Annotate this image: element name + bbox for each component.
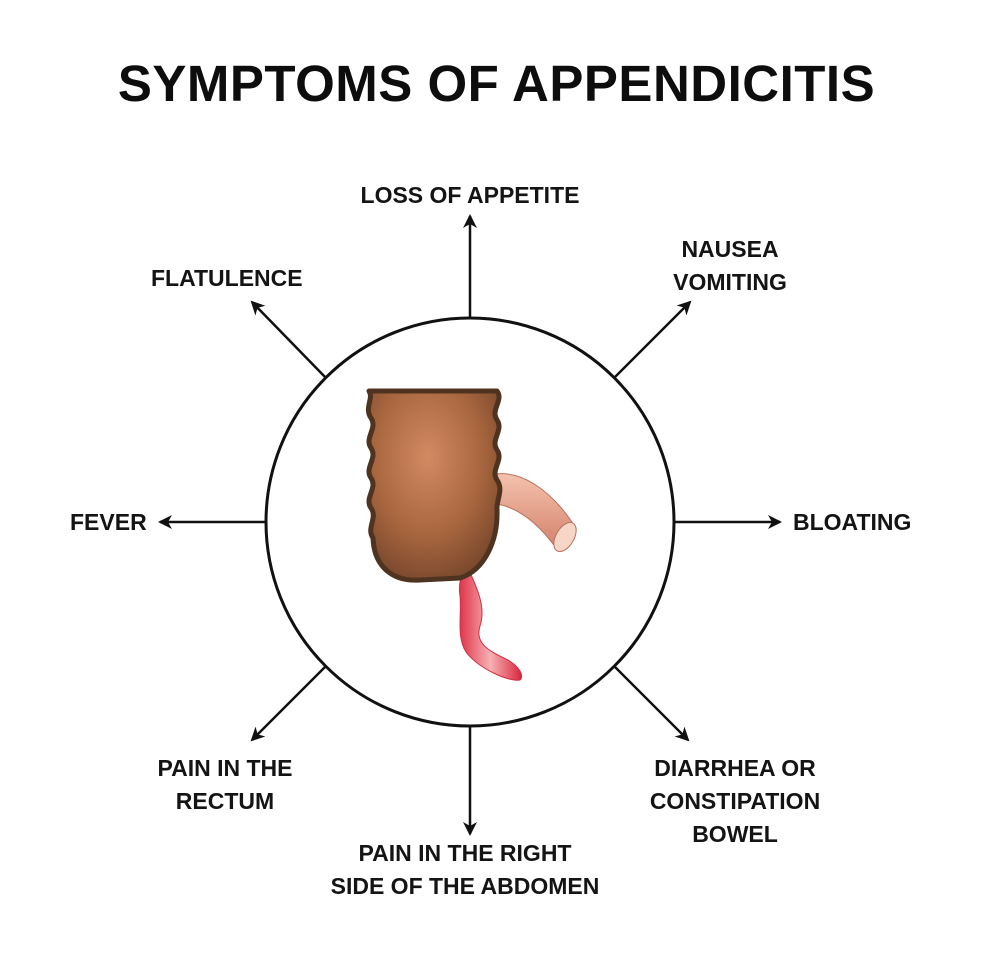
label-bloating: BLOATING [793, 506, 911, 539]
label-text: PAIN IN THE [157, 755, 293, 781]
label-nausea-vomiting: NAUSEA VOMITING [640, 233, 820, 299]
colon-illustration [365, 388, 503, 583]
label-text: BOWEL [692, 821, 778, 847]
arrow-nausea [613, 300, 692, 379]
arrow-rectum [250, 665, 327, 742]
page-title: SYMPTOMS OF APPENDICITIS [117, 55, 876, 112]
ileum-illustration [489, 473, 577, 553]
label-text: NAUSEA [681, 236, 779, 262]
appendix-illustration [459, 567, 522, 681]
label-text: BLOATING [793, 509, 912, 535]
label-diarrhea-constipation: DIARRHEA OR CONSTIPATION BOWEL [630, 752, 840, 851]
label-text: FEVER [70, 509, 147, 535]
label-flatulence: FLATULENCE [151, 262, 303, 295]
label-text: PAIN IN THE RIGHT [358, 840, 572, 866]
label-fever: FEVER [70, 506, 147, 539]
label-loss-of-appetite: LOSS OF APPETITE [350, 179, 590, 212]
label-text: CONSTIPATION [649, 788, 821, 814]
label-text: VOMITING [673, 269, 787, 295]
arrow-bowel [613, 665, 690, 742]
label-pain-rectum: PAIN IN THE RECTUM [130, 752, 320, 818]
label-text: RECTUM [175, 788, 275, 814]
label-text: LOSS OF APPETITE [360, 182, 580, 208]
arrow-flatulence [250, 300, 327, 379]
label-text: DIARRHEA OR [654, 755, 816, 781]
label-pain-right-side: PAIN IN THE RIGHT SIDE OF THE ABDOMEN [310, 837, 620, 903]
label-text: FLATULENCE [151, 265, 303, 291]
label-text: SIDE OF THE ABDOMEN [330, 873, 600, 899]
